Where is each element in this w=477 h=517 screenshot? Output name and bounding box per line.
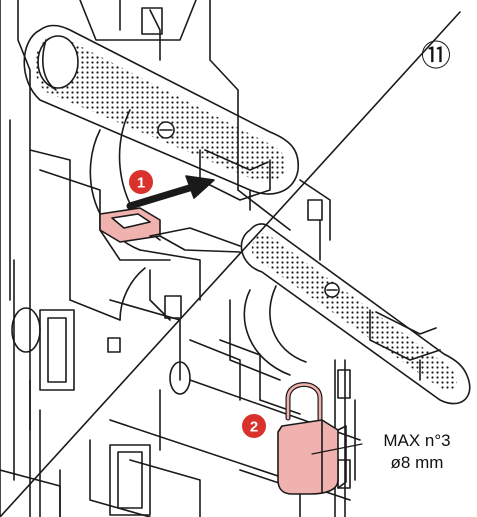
lower-rotor — [219, 285, 307, 415]
marker-2-label: 2 — [250, 419, 258, 436]
lower-lever-arm — [240, 223, 471, 405]
upper-lever-arm — [23, 24, 299, 211]
marker-1: 1 — [129, 170, 153, 194]
marker-2: 2 — [242, 414, 266, 438]
padlock-spec-max: MAX n°3 — [383, 431, 451, 450]
padlock-icon — [277, 382, 363, 495]
padlock-spec-diameter: ø8 mm — [390, 453, 444, 472]
marker-1-label: 1 — [137, 175, 145, 192]
upper-lock-tab — [99, 207, 241, 253]
direction-arrow — [126, 175, 215, 210]
step-number: ⑪ — [421, 39, 451, 74]
panel-divider — [0, 11, 461, 517]
padlock-spec: MAX n°3 ø8 mm — [362, 430, 472, 474]
